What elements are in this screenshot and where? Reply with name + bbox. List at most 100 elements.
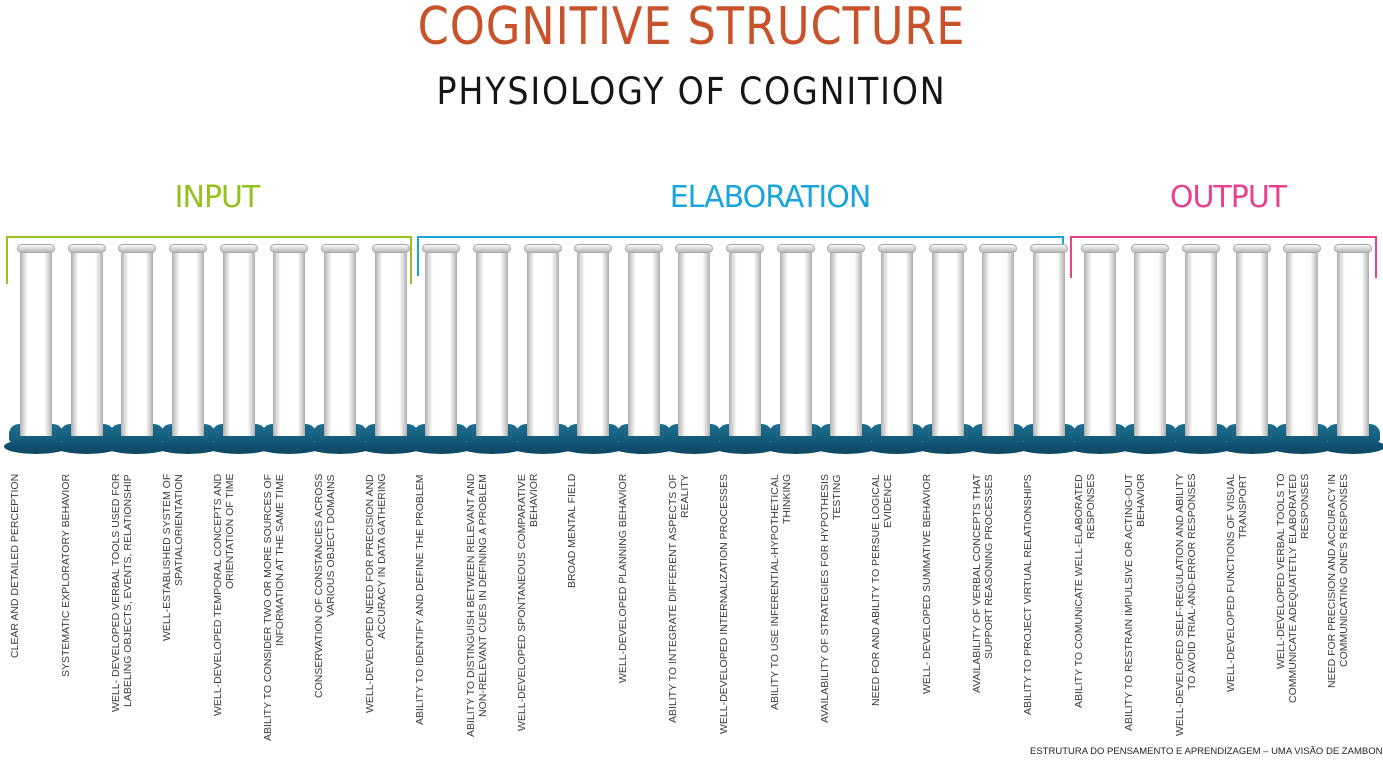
pillar (1017, 244, 1081, 458)
pillar-plate (510, 439, 575, 454)
pillar-cap (878, 244, 917, 253)
pillar-cap (675, 244, 714, 253)
pillar-shaft (425, 252, 458, 436)
pillar-shaft (830, 252, 863, 436)
pillar-shaft (779, 252, 812, 436)
pillar (915, 244, 980, 458)
pillar-label: ABILITY TO COMUNICATE WELL-ELABORATED RE… (1072, 474, 1097, 708)
pillar-label: WELL-DEVELOPED NEED FOR PRECISION AND AC… (363, 474, 388, 713)
pillar-cap (574, 244, 613, 253)
pillar-label: ABILITY TO PROJECT VIRTUAL RELATIONSHIPS (1022, 474, 1034, 715)
pillar-plate (307, 439, 372, 454)
pillar-shaft (526, 252, 559, 436)
pillar-cap (1181, 244, 1220, 253)
pillar (155, 244, 220, 458)
pillar-cap (928, 244, 967, 253)
pillar-plate (155, 439, 220, 454)
pillar (662, 244, 727, 458)
pillar-shaft (931, 252, 964, 436)
pillar-cap (1030, 244, 1068, 253)
pillar-cap (776, 244, 815, 253)
pillar (105, 244, 170, 458)
pillar (1270, 244, 1335, 458)
pillar-label: BROAD MENTAL FIELD (566, 474, 579, 589)
pillar-plate (1067, 439, 1132, 454)
pillar-shaft (678, 252, 711, 436)
pillar (257, 244, 322, 458)
pillar-cap (320, 244, 359, 253)
pillar-label: WELL-DEVELOPED PLANNING BEHAVIOR (616, 474, 629, 684)
pillar-label: WELL-DEVELOPED INTERNALIZATION PROCESSES (718, 474, 731, 735)
pillar-shaft (1134, 252, 1167, 436)
pillar-cap (472, 244, 511, 253)
pillar-shaft (1286, 252, 1319, 436)
pillar-shaft (982, 252, 1015, 436)
pillar (1168, 244, 1233, 458)
pillar (54, 244, 119, 458)
pillar-cap (371, 244, 410, 253)
pillar-label: ABILITY TO DISTINGUISH BETWEEN RELEVANT … (464, 474, 489, 738)
pillar-plate (915, 439, 980, 454)
pillar-plate (865, 439, 930, 454)
pillar-shaft (1235, 252, 1268, 436)
pillar-cap (624, 244, 663, 253)
pillar-cap (219, 244, 258, 253)
pillar-plate (966, 439, 1031, 454)
pillar-label: WELL-DEVELOPED SPONTANEOUS COMPARATIVE B… (515, 474, 540, 731)
pillar-cap (17, 244, 55, 253)
pillar-label: ABILITY TO INTEGRATE DIFFERENT ASPECTS O… (667, 474, 692, 723)
pillar-shaft (20, 252, 52, 436)
pillar-label: NEED FOR AND ABILITY TO PERSUE LOGICAL E… (870, 474, 895, 706)
pillar-label: ABILITY TO USE INFERENTIAL-HYPOTHETICAL … (768, 474, 793, 710)
pillar-label: WELL-DEVELOPED FUNCTIONS OF VISUAL TRANS… (1224, 474, 1249, 693)
bracket-input (6, 236, 412, 284)
pillar-cap (523, 244, 562, 253)
group-label-input: INPUT (174, 180, 261, 215)
pillar (358, 244, 423, 458)
pillar-plate (611, 439, 676, 454)
pillar-plate (459, 439, 524, 454)
pillar-cap (1080, 244, 1119, 253)
pillar-shaft (70, 252, 103, 436)
pillar (4, 244, 68, 458)
pillar-cap (422, 244, 461, 253)
group-label-elaboration: ELABORATION (669, 180, 872, 215)
pillar (409, 244, 474, 458)
pillar-shaft (475, 252, 508, 436)
pillar (814, 244, 879, 458)
pillar (459, 244, 524, 458)
pillar (561, 244, 626, 458)
pillar-plate (4, 439, 68, 454)
pillar-label: CLEAR AND DETAILED PERCEPTION (9, 474, 21, 659)
subtitle: PHYSIOLOGY OF COGNITION (436, 70, 947, 113)
pillar-shaft (881, 252, 914, 436)
pillar-plate (206, 439, 271, 454)
pillar-label: ABILITY TO RESTRAIN IMPULSIVE OR ACTING-… (1123, 474, 1148, 732)
pillar-shaft (1336, 252, 1369, 436)
pillar-shaft (1033, 252, 1065, 436)
pillar (1067, 244, 1132, 458)
pillar-cap (1283, 244, 1322, 253)
pillar-shaft (627, 252, 660, 436)
pillar-cap (1232, 244, 1271, 253)
pillar-cap (1333, 244, 1372, 253)
pillar-plate (763, 439, 828, 454)
pillar-label: SYSTEMATIC EXPLORATORY BEHAVIOR (59, 474, 72, 678)
pillar-plate (814, 439, 879, 454)
pillar-shaft (273, 252, 306, 436)
pillar-shaft (121, 252, 154, 436)
pillar-plate (1118, 439, 1183, 454)
pillar (966, 244, 1031, 458)
footer-credit: ESTRUTURA DO PENSAMENTO E APRENDIZAGEM –… (1030, 746, 1383, 757)
pillar-shaft (1083, 252, 1116, 436)
pillar (510, 244, 575, 458)
pillar (1219, 244, 1284, 458)
pillar-cap (827, 244, 866, 253)
pillar-cap (118, 244, 157, 253)
main-title: COGNITIVE STRUCTURE (417, 0, 966, 57)
pillar-plate (662, 439, 727, 454)
pillar-label: AVAILABILITY OF VERBAL CONCEPTS THAT SUP… (971, 474, 996, 694)
pillar-plate (713, 439, 778, 454)
pillar-label: WELL- DEVELOPED VERBAL TOOLS USED FOR LA… (110, 474, 135, 713)
pillar-plate (105, 439, 170, 454)
